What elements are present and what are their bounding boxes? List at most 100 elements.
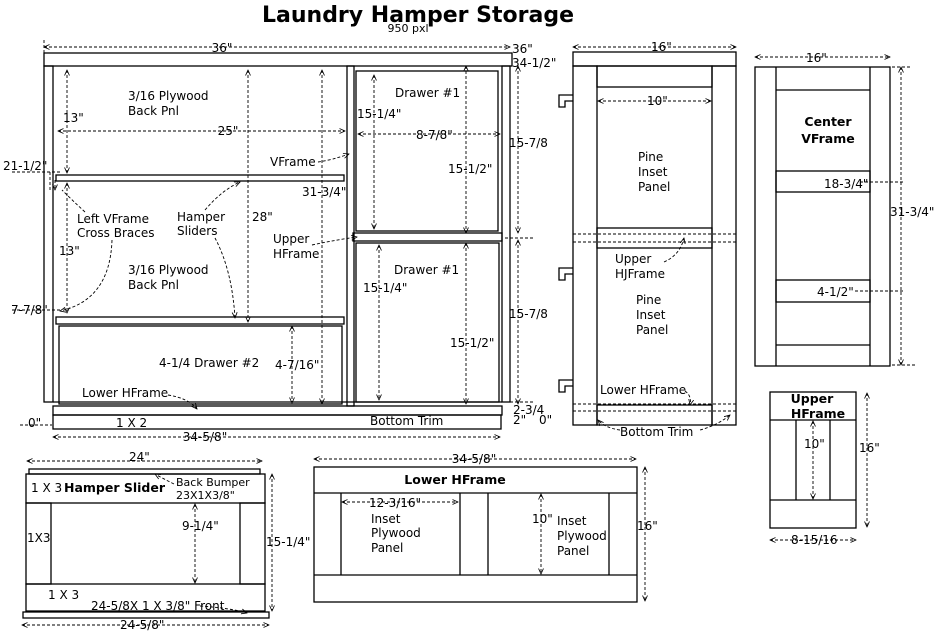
side-panel-upper-l1: Pine [638, 150, 663, 164]
dim-d1-height-inner: 15-1/2" [448, 162, 492, 176]
dim-d1-width: 8-7/8" [416, 128, 453, 142]
side-panel-upper-l2: Inset [638, 165, 668, 179]
dim-top-width: 36" [212, 41, 233, 55]
dim-lower-13: 13" [59, 244, 80, 258]
hamper-sliders-l2: Sliders [177, 224, 217, 238]
slider-bumper-l2: 23X1X3/8" [176, 489, 235, 502]
upper-hframe-view: Upper HFrame 10" 16" 8-15/16 [769, 391, 880, 547]
slider-top-label: 1 X 3 [31, 481, 62, 495]
dim-right-2-3-4: 2-3/4 [513, 403, 544, 417]
dim-drawer-2-height: 4-7/16" [275, 358, 319, 372]
left-vframe-l1: Left VFrame [77, 212, 149, 226]
side-back-post [711, 65, 737, 426]
dim-top-right: 36" [512, 42, 533, 56]
upper-hframe-inner-label: 10" [804, 437, 825, 451]
center-mid-rail [775, 170, 871, 193]
dim-zero-left: 0" [28, 416, 41, 430]
lower-cross-brace [55, 316, 345, 325]
center-dim-18: 18-3/4" [824, 177, 868, 191]
dim-d2-side-height: 15-7/8 [509, 307, 548, 321]
side-width-label: 16" [651, 40, 672, 54]
hamper-slider-view: 24" Back Bumper 23X1X3/8" 1 X 3 Hamper S… [22, 450, 310, 632]
dim-bottom-width: 34-5/8" [183, 430, 227, 444]
slider-bumper-l1: Back Bumper [176, 476, 250, 489]
lower-hframe-panel-right-l3: Panel [557, 544, 589, 558]
dim-vframe-height: 31-3/4" [302, 185, 346, 199]
left-vframe-l2: Cross Braces [77, 226, 154, 240]
slider-height-label: 15-1/4" [266, 535, 310, 549]
left-post [43, 65, 54, 403]
side-lower-hframe-label: Lower HFrame [600, 383, 686, 397]
one-by-two-label: 1 X 2 [116, 416, 147, 430]
dim-upper-13: 13" [63, 111, 84, 125]
center-vframe-outline [754, 66, 891, 367]
side-top-board [572, 51, 737, 67]
lower-hframe-left-dim: 12-3/16" [369, 496, 421, 510]
slider-width-label: 24" [129, 450, 150, 464]
slider-title: Hamper Slider [64, 480, 166, 495]
side-panel-lower-l3: Panel [636, 323, 668, 337]
slider-bottom-width: 24-5/8" [120, 618, 164, 632]
lower-hframe-center-dim: 10" [532, 512, 553, 526]
center-width-label: 16" [806, 51, 827, 65]
top-board [43, 52, 513, 67]
drawing-title: Laundry Hamper Storage [262, 3, 574, 28]
center-vframe-view: 16" Center VFrame 18-3/4" 4-1/2" 31-3/4" [754, 51, 934, 367]
drawer-1-bottom-label: Drawer #1 [394, 263, 459, 277]
center-title-l2: VFrame [801, 131, 855, 146]
lower-hframe-panel-left-l2: Plywood [371, 526, 421, 540]
back-panel-upper-l1: 3/16 Plywood [128, 89, 209, 103]
upper-hframe-outline [769, 391, 857, 529]
upper-hframe-l1: Upper [273, 232, 309, 246]
slider-bottom-label: 1 X 3 [48, 588, 79, 602]
side-panel-lower-l2: Inset [636, 308, 666, 322]
dim-d1-height-left: 15-1/4" [357, 107, 401, 121]
upper-hframe-title-l2: HFrame [791, 406, 845, 421]
lower-hframe-panel-right-l2: Plywood [557, 529, 607, 543]
lower-hframe-panel-left-l3: Panel [371, 541, 403, 555]
lower-hframe-panel-right-l1: Inset [557, 514, 587, 528]
upper-cross-brace [55, 174, 345, 182]
lower-hframe-height-label: 16" [637, 519, 658, 533]
drawer-2-front [58, 325, 343, 405]
dim-left-height: 21-1/2" [3, 159, 47, 173]
side-panel-upper-l3: Panel [638, 180, 670, 194]
slider-top-rail [25, 473, 266, 504]
bottom-trim [52, 414, 502, 430]
drawer-2-label: 4-1/4 Drawer #2 [159, 356, 259, 370]
slider-back-bumper [28, 468, 261, 475]
side-upper-rail [596, 227, 713, 249]
front-view: 36" 36" 34-1/2" 21-1/2" 13" 3/16 Plywood… [3, 40, 556, 444]
lower-hframe-view: 34-5/8" Lower HFrame 12-3/16" Inset Plyw… [313, 452, 658, 603]
vframe-label: VFrame [270, 155, 316, 169]
center-height-label: 31-3/4" [890, 205, 934, 219]
lower-hframe-panel-left-l1: Inset [371, 512, 401, 526]
slider-inner-height: 9-1/4" [182, 519, 219, 533]
slider-bottom-rail [25, 583, 266, 612]
center-title-l1: Center [804, 114, 852, 129]
dim-d2-height-inner: 15-1/2" [450, 336, 494, 350]
dim-d2-height-left: 15-1/4" [363, 281, 407, 295]
dim-right-0: 0" [539, 413, 552, 427]
side-view: 16" 10" Pine Inset Panel Upper HJFrame P… [558, 40, 737, 439]
slider-right-post [239, 502, 266, 585]
hamper-sliders-l1: Hamper [177, 210, 225, 224]
center-dim-4: 4-1/2" [817, 285, 854, 299]
upper-hframe-title-l1: Upper [791, 391, 835, 406]
back-panel-lower-l1: 3/16 Plywood [128, 263, 209, 277]
back-panel-lower-l2: Back Pnl [128, 278, 179, 292]
lower-hframe-width-label: 34-5/8" [452, 452, 496, 466]
upper-hframe-rail [352, 232, 503, 242]
dim-height-28: 28" [252, 210, 273, 224]
side-inner-width-label: 10" [647, 94, 668, 108]
upper-hframe-l2: HFrame [273, 247, 319, 261]
upper-hframe-width-label: 8-15/16 [791, 533, 838, 547]
slider-side-label: 1X3 [27, 531, 51, 545]
drawing-subtitle: 950 pxl [387, 22, 428, 35]
side-front-post [572, 65, 598, 426]
slider-front-label: 24-5/8X 1 X 3/8" Front [91, 599, 225, 613]
side-bottom-trim-label: Bottom Trim [620, 425, 693, 439]
lower-hframe-label: Lower HFrame [82, 386, 168, 400]
upper-hframe-height-label: 16" [859, 441, 880, 455]
